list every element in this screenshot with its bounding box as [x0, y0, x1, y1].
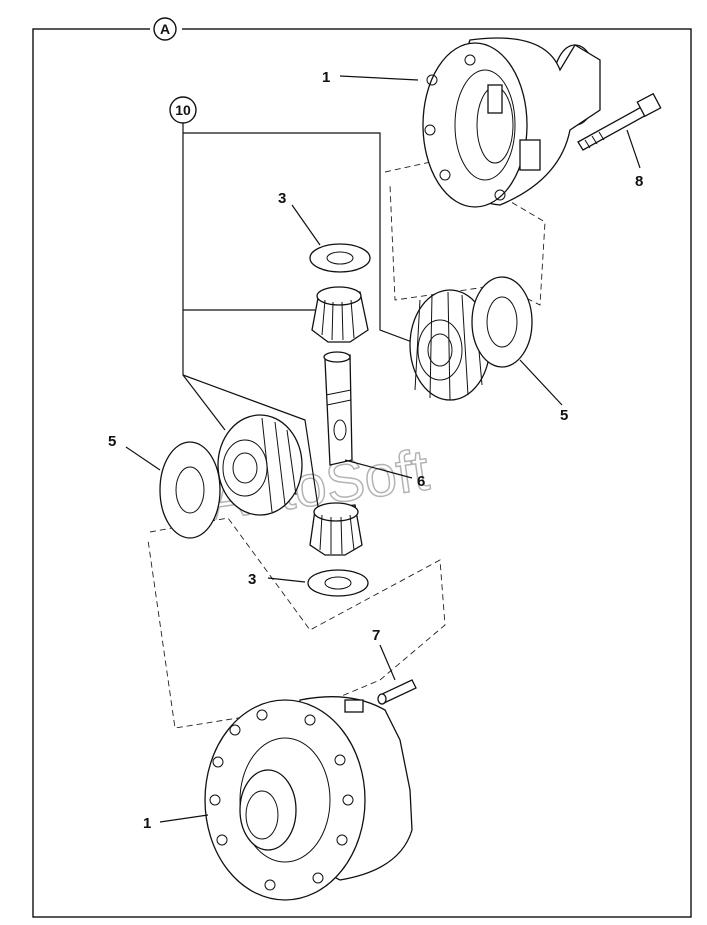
callout-side-washer-right: 5 [560, 407, 568, 424]
view-label: A [160, 21, 170, 37]
differential-case-top [422, 37, 601, 208]
assembly-label: 10 [175, 102, 191, 118]
pinion-washer-top [309, 243, 371, 273]
callout-lock-pin: 7 [372, 627, 380, 644]
callout-pinion-washer-bottom: 3 [248, 571, 256, 588]
assembly-dash-upper [384, 159, 546, 306]
callout-pinion-shaft: 6 [417, 473, 425, 490]
pinion-gear-bottom [309, 502, 363, 556]
lock-pin [377, 679, 417, 705]
side-washer-left [159, 441, 221, 539]
diagram-frame [32, 28, 692, 918]
callout-bolt: 8 [635, 173, 643, 190]
callout-case-top: 1 [322, 69, 330, 86]
pinion-washer-bottom [307, 569, 369, 597]
assembly-bracket: 10 [169, 96, 421, 521]
callout-pinion-washer-top: 3 [278, 190, 286, 207]
pinion-gear-top [311, 286, 369, 343]
side-gear-left [217, 414, 303, 516]
assembly-dash-lower [147, 517, 446, 729]
view-label-circle: A [153, 17, 177, 41]
pinion-shaft [323, 351, 353, 466]
side-washer-right [471, 276, 533, 368]
differential-case-bottom [204, 696, 413, 901]
bolt [577, 92, 662, 151]
callout-side-washer-left: 5 [108, 433, 116, 450]
callout-case-bottom: 1 [143, 815, 151, 832]
